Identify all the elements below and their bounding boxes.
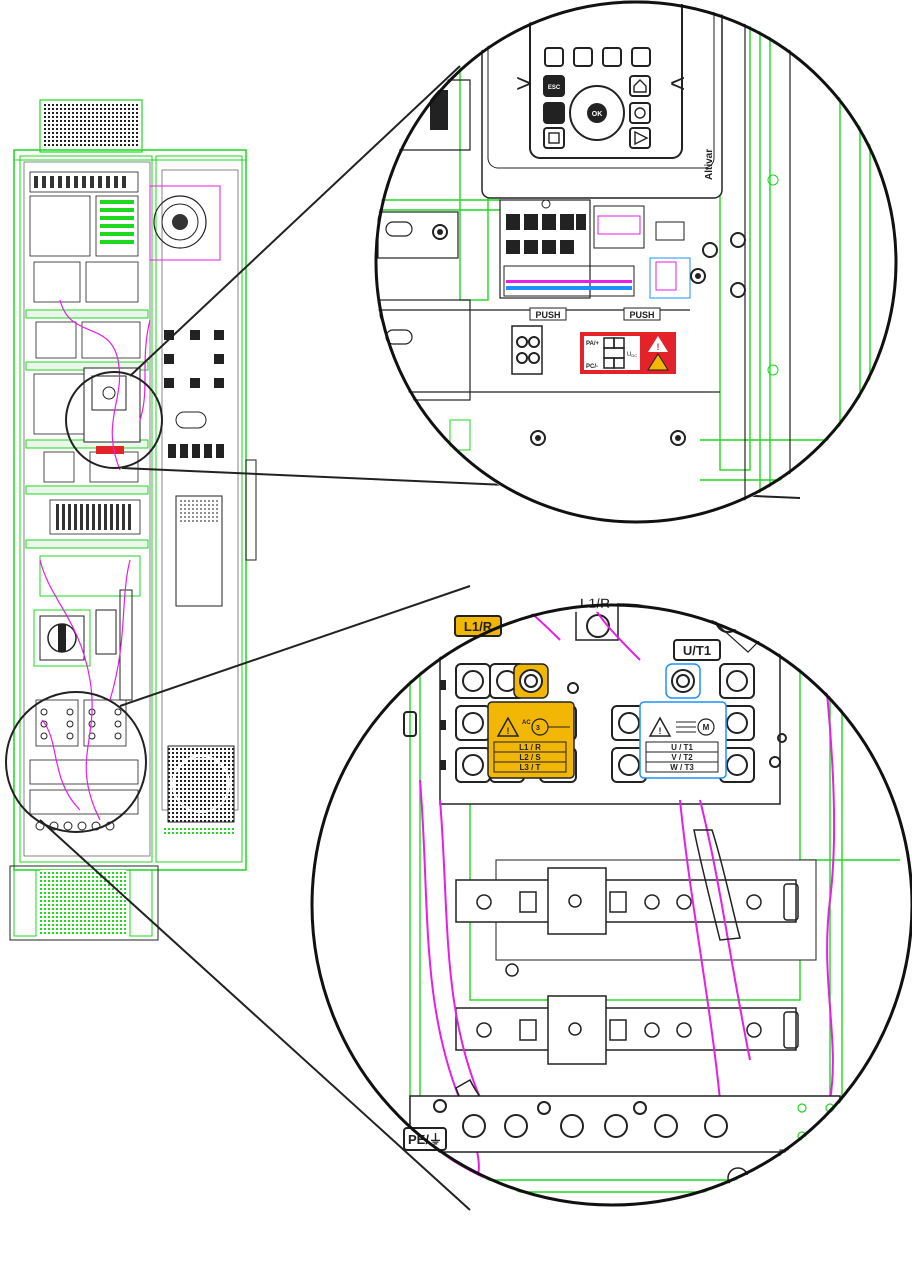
detail-control-circle: OK ESC > < Altivar PUSH PUSH xyxy=(374,0,898,524)
ac-label: AC xyxy=(522,720,531,726)
warning-icon xyxy=(648,336,668,352)
input-tag: L1/R xyxy=(464,619,493,634)
pc-label: PC/- xyxy=(586,364,598,370)
cabinet-overview xyxy=(5,99,257,941)
stop-icon xyxy=(548,132,560,144)
phase-count: 3 xyxy=(536,725,540,732)
left-chevron: > xyxy=(516,68,531,98)
play-icon xyxy=(634,130,649,146)
push-label-right: PUSH xyxy=(629,310,654,320)
info-icon xyxy=(634,107,646,119)
shock-icon xyxy=(647,353,669,371)
ok-label: OK xyxy=(592,111,603,118)
input-terminal-label: ! AC 3 L1 / R L2 / S L3 / T xyxy=(487,701,575,779)
input-line-2: L2 / S xyxy=(519,753,541,762)
fan-grille-bottom xyxy=(167,745,235,823)
home-icon xyxy=(633,79,647,93)
svg-text:!: ! xyxy=(657,342,660,352)
svg-text:!: ! xyxy=(507,726,510,736)
push-label-left: PUSH xyxy=(535,310,560,320)
detail-power-circle: ! AC 3 L1 / R L2 / S L3 / T ! M U / T1 xyxy=(310,603,912,1207)
output-tag: U/T1 xyxy=(683,643,711,658)
dc-connector xyxy=(511,325,543,375)
nav-wheel xyxy=(569,85,625,141)
brand-label: Altivar xyxy=(704,149,715,180)
plinth xyxy=(9,865,159,941)
dc-bus-warning-label: PA/+ PC/- UDC ! xyxy=(580,332,676,374)
output-terminal-label: ! M U / T1 V / T2 W / T3 xyxy=(639,701,727,779)
svg-text:!: ! xyxy=(659,726,662,736)
output-line-1: U / T1 xyxy=(671,743,693,752)
zoom-circle-control xyxy=(65,371,163,469)
motor-icon xyxy=(697,718,715,736)
pe-earth-bar xyxy=(409,1095,841,1153)
warning-icon xyxy=(496,716,520,737)
output-line-3: W / T3 xyxy=(670,763,694,772)
keypad-buttons xyxy=(543,47,651,149)
udc-label: UDC xyxy=(627,352,637,358)
top-vent xyxy=(39,99,143,153)
right-chevron: < xyxy=(670,68,685,98)
pa-label: PA/+ xyxy=(586,341,600,347)
output-line-2: V / T2 xyxy=(671,753,693,762)
detail-power-circle-border xyxy=(310,603,912,1207)
motor-label: M xyxy=(703,723,710,732)
input-line-1: L1 / R xyxy=(519,743,541,752)
detail-control-circle-border xyxy=(374,0,898,524)
input-line-3: L3 / T xyxy=(520,763,541,772)
warning-icon xyxy=(648,716,672,737)
input-tag-top: L1/R xyxy=(580,595,610,611)
fan-top xyxy=(153,195,207,249)
esc-label: ESC xyxy=(548,85,561,91)
zoom-circle-power xyxy=(5,691,147,833)
